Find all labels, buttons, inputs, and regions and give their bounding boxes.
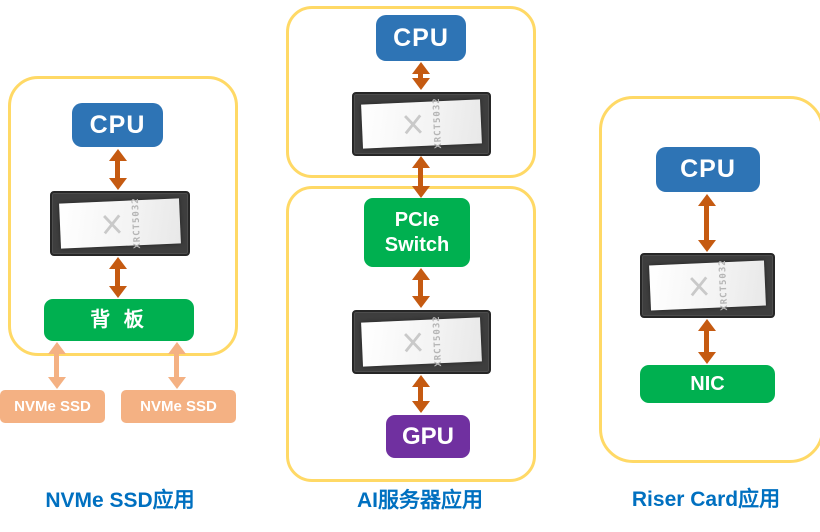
gpu-box: GPU: [386, 415, 470, 458]
chip-logo-icon: [102, 214, 121, 234]
arrow-cpu-to-chip: [704, 206, 709, 240]
nvme-group-border: [8, 76, 238, 356]
backplane-label: 背 板: [90, 308, 148, 331]
chip-part-number: XRCT5032: [717, 258, 731, 311]
riser-group-border: [599, 96, 820, 463]
arrow-switch-to-chip: [418, 280, 423, 296]
chip-logo-icon: [404, 332, 422, 353]
nic-box: NIC: [640, 365, 775, 403]
caption-nvme-ssd: NVMe SSD应用: [45, 489, 195, 512]
retimer-chip: XRCT5032: [640, 253, 775, 318]
cpu-label: CPU: [680, 155, 736, 183]
gpu-label: GPU: [401, 422, 454, 450]
cpu-label: CPU: [89, 110, 146, 139]
chip-die: XRCT5032: [361, 315, 482, 368]
pcie-switch-label: PCIe Switch: [384, 208, 450, 256]
chip-die: XRCT5032: [59, 196, 181, 249]
chip-die: XRCT5032: [361, 97, 482, 150]
arrow-backplane-to-ssd-right: [174, 354, 179, 377]
retimer-chip-bottom: XRCT5032: [352, 310, 491, 374]
arrow-cpu-to-chip: [418, 74, 423, 78]
arrow-chip-to-nic: [704, 331, 709, 352]
chip-die: XRCT5032: [649, 258, 766, 311]
cpu-box: CPU: [656, 147, 760, 192]
caption-riser-card: Riser Card应用: [631, 488, 781, 511]
retimer-chip: XRCT5032: [50, 191, 190, 256]
chip-logo-icon: [404, 114, 422, 135]
arrow-cpu-to-chip: [115, 161, 120, 178]
nvme-ssd-box-left: NVMe SSD: [0, 390, 105, 423]
cpu-label: CPU: [393, 23, 449, 52]
chip-part-number: XRCT5032: [431, 97, 445, 150]
arrow-chip-to-gpu: [418, 387, 423, 401]
caption-ai-server: AI服务器应用: [357, 489, 483, 512]
retimer-chip-top: XRCT5032: [352, 92, 491, 156]
pcie-switch-box: PCIe Switch: [364, 198, 470, 267]
nvme-ssd-label: NVMe SSD: [140, 398, 217, 415]
nvme-ssd-label: NVMe SSD: [14, 398, 91, 415]
cpu-box: CPU: [72, 103, 163, 147]
arrow-backplane-to-ssd-left: [54, 354, 59, 377]
backplane-box: 背 板: [44, 299, 194, 341]
ai-group-border-top: [286, 6, 536, 178]
arrow-chip-to-switch: [418, 168, 423, 186]
arrow-chip-to-backplane: [115, 269, 120, 286]
chip-part-number: XRCT5032: [431, 315, 445, 368]
nvme-ssd-box-right: NVMe SSD: [121, 390, 236, 423]
chip-logo-icon: [690, 276, 708, 296]
nic-label: NIC: [690, 372, 725, 395]
cpu-box: CPU: [376, 15, 466, 61]
chip-part-number: XRCT5032: [130, 196, 143, 249]
